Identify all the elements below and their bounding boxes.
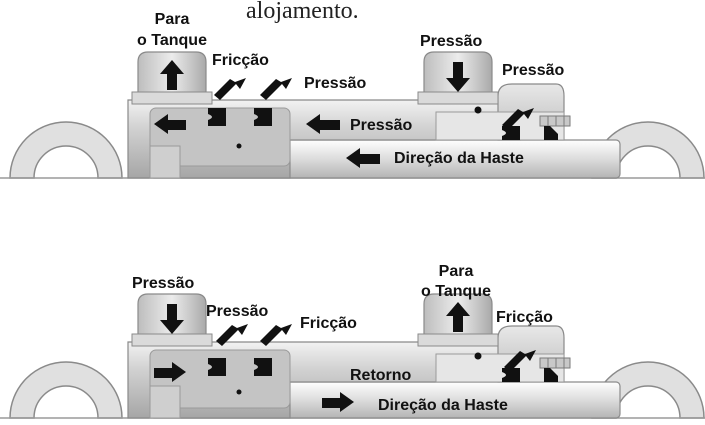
- top-left-end-ring: [9, 121, 123, 179]
- bottom-bore-right-arrow: [154, 362, 186, 382]
- bottom-left-port-down-arrow: [160, 304, 184, 334]
- bottom-friction-arrow: [260, 324, 292, 346]
- top-right-end-ring: [591, 121, 705, 179]
- top-seal-right: [254, 108, 272, 126]
- bottom-wiper-seal: [502, 368, 520, 382]
- bottom-wiper-friction-arrow: [504, 350, 536, 372]
- bottom-return-label: Retorno: [350, 367, 412, 384]
- bottom-port-right-label-line2: o Tanque: [421, 283, 491, 300]
- bottom-left-nut: [149, 385, 181, 419]
- top-right-port-down-arrow: [446, 62, 470, 92]
- top-rod-direction-arrow: [346, 148, 380, 168]
- top-port-left-label-line2: o Tanque: [137, 32, 207, 49]
- bottom-seal-left: [208, 358, 226, 376]
- top-left-port-up-arrow: [160, 60, 184, 90]
- top-friction-label: Fricção: [212, 52, 269, 69]
- bottom-port-left-label: Pressão: [132, 275, 195, 292]
- bottom-seal-right: [254, 358, 272, 376]
- top-wiper-lip: [544, 126, 558, 140]
- top-caption: alojamento.: [246, 0, 359, 24]
- top-seal-left: [208, 108, 226, 126]
- bottom-wiper-friction-label: Fricção: [496, 309, 553, 326]
- bottom-piston-bore: [149, 349, 291, 409]
- bottom-friction-label: Fricção: [300, 315, 357, 332]
- bottom-wiper-lip: [544, 368, 558, 382]
- top-rod-direction-label: Direção da Haste: [394, 150, 524, 167]
- bottom-right-end-ring: [591, 361, 705, 419]
- top-port-right-label: Pressão: [420, 33, 483, 50]
- top-bore-left-arrow: [154, 114, 186, 134]
- top-pressure-seal-label: Pressão: [304, 75, 367, 92]
- top-wiper-pressure-arrow: [502, 108, 534, 130]
- bottom-rod-direction-label: Direção da Haste: [378, 397, 508, 414]
- top-wiper-pressure-label: Pressão: [502, 62, 565, 79]
- top-friction-arrow: [214, 78, 246, 100]
- top-left-nut: [149, 145, 181, 179]
- bottom-rod-direction-arrow: [322, 392, 354, 412]
- bottom-right-port-up-arrow: [446, 302, 470, 332]
- bottom-pressure-arrow: [216, 324, 248, 346]
- bottom-left-end-ring: [9, 361, 123, 419]
- top-inner-pressure-arrow: [306, 114, 340, 134]
- top-bolt: [539, 115, 571, 127]
- top-wiper-seal: [502, 126, 520, 140]
- bottom-pressure-seal-label: Pressão: [206, 303, 269, 320]
- bottom-bolt: [539, 357, 571, 369]
- top-inner-pressure-label: Pressão: [350, 117, 413, 134]
- top-pressure-arrow: [260, 78, 292, 100]
- bottom-port-right-label-line1: Para: [438, 263, 474, 280]
- top-port-left-label-line1: Para: [154, 11, 190, 28]
